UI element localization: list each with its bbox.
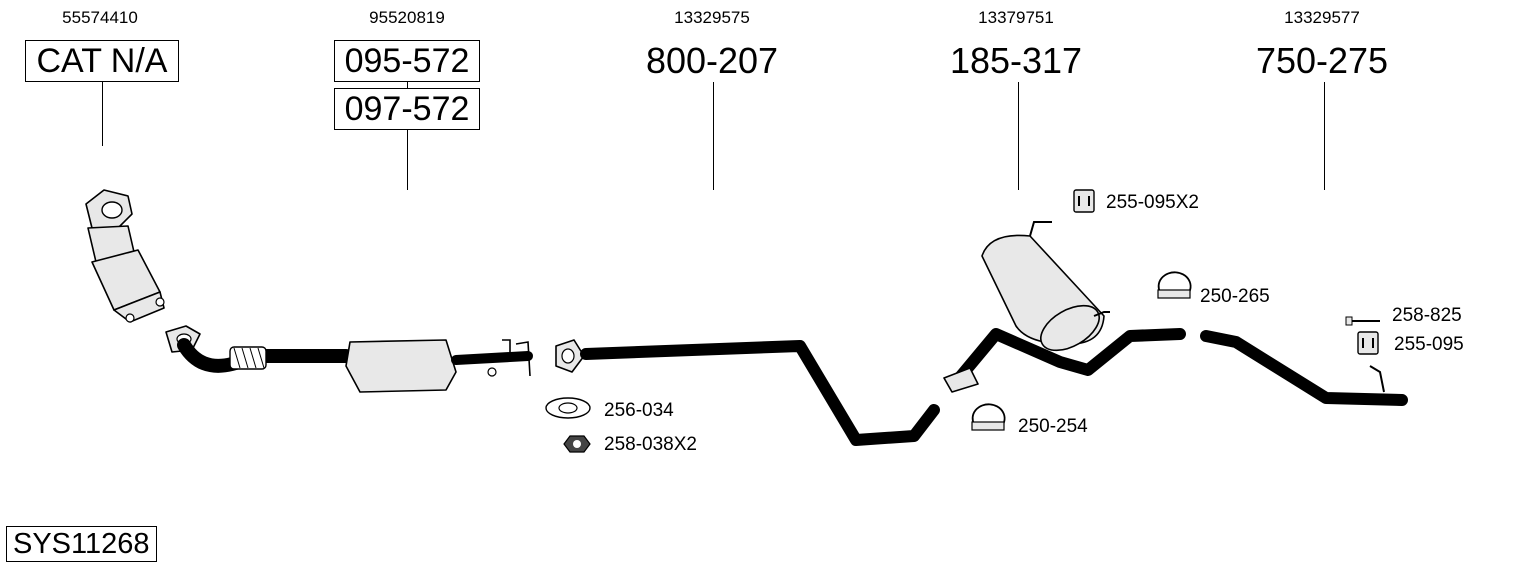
oem-number-middle-silencer: 13379751 [978, 8, 1054, 27]
leader-line-middle-silencer [1018, 82, 1019, 190]
oem-number-middle-pipe: 13329575 [674, 8, 750, 27]
nut-icon [563, 435, 591, 453]
rubber-mount-icon [1073, 189, 1095, 213]
bolt-icon [1345, 316, 1380, 326]
part-number-middle-silencer[interactable]: 185-317 [949, 40, 1083, 81]
accessory-label-nut-x2[interactable]: 258-038X2 [604, 434, 697, 455]
accessory-label-clamp-middle[interactable]: 250-254 [1018, 416, 1088, 437]
accessory-label-rubber-mount[interactable]: 255-095 [1394, 334, 1464, 355]
part-number-front-pipe-b[interactable]: 097-572 [334, 88, 480, 130]
leader-line-catalyst [102, 82, 103, 146]
leader-line-middle-pipe [713, 82, 714, 190]
accessory-label-clamp-rear[interactable]: 250-265 [1200, 286, 1270, 307]
clamp-icon [1157, 271, 1192, 299]
rubber-mount-icon [1357, 331, 1379, 355]
middle-pipe[interactable] [555, 339, 940, 446]
oem-number-front-pipe: 95520819 [369, 8, 445, 27]
part-number-middle-pipe[interactable]: 800-207 [645, 40, 779, 81]
middle-silencer[interactable] [943, 221, 1186, 393]
clamp-icon [971, 403, 1006, 431]
gasket-icon [545, 397, 591, 419]
catalytic-converter[interactable] [85, 189, 165, 323]
oem-number-rear-pipe: 13329577 [1284, 8, 1360, 27]
oem-number-catalyst: 55574410 [62, 8, 138, 27]
part-number-catalyst[interactable]: CAT N/A [25, 40, 179, 82]
front-pipe[interactable] [165, 325, 533, 393]
accessory-label-gasket[interactable]: 256-034 [604, 400, 674, 421]
system-code: SYS11268 [6, 526, 157, 562]
leader-line-front-pipe [407, 130, 408, 190]
accessory-label-rubber-mount-x2[interactable]: 255-095X2 [1106, 192, 1199, 213]
part-number-front-pipe-a[interactable]: 095-572 [334, 40, 480, 82]
leader-line-rear-pipe [1324, 82, 1325, 190]
accessory-label-bolt[interactable]: 258-825 [1392, 305, 1462, 326]
rear-pipe[interactable] [1200, 330, 1408, 406]
part-number-rear-pipe[interactable]: 750-275 [1255, 40, 1389, 81]
leader-line-front-pipe-joint [407, 82, 408, 88]
